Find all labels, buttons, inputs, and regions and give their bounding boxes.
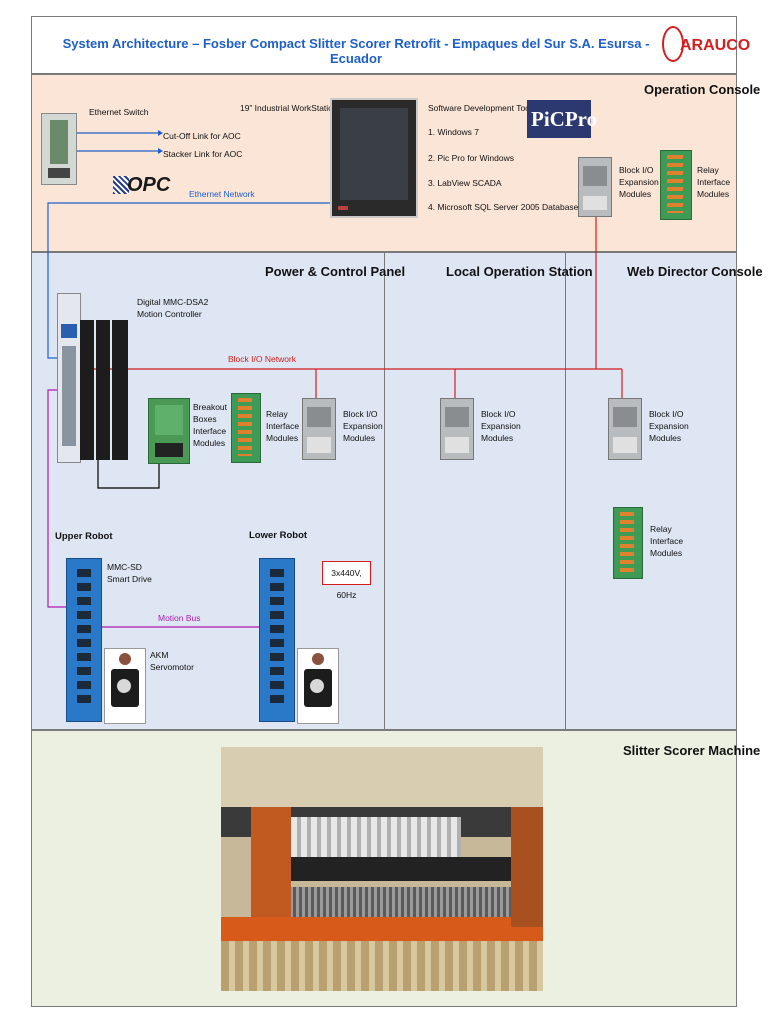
block-io-network-label: Block I/O Network — [228, 354, 297, 364]
local-block-io-label: Block I/O Expansion Modules — [481, 409, 521, 443]
opc-logo-text: OPC — [127, 174, 171, 196]
software-title: Software Development Tools — [428, 103, 537, 113]
controller-module — [80, 320, 94, 460]
web-director-title: Web Director Console — [627, 264, 763, 279]
arauco-logo-icon — [662, 26, 684, 62]
servomotor-label: AKM Servomotor — [150, 650, 194, 672]
slitter-machine-photo — [221, 747, 543, 991]
picpro-logo-text: PiCPro — [531, 107, 598, 131]
block-io-module-image — [302, 398, 336, 460]
software-item: 2. Pic Pro for Windows — [428, 153, 514, 163]
controller-module — [112, 320, 128, 460]
title-band — [31, 16, 737, 74]
local-station-band — [384, 252, 566, 730]
upper-smart-drive-image — [66, 558, 102, 722]
ethernet-switch-image — [41, 113, 77, 185]
lower-servomotor-image — [297, 648, 339, 724]
software-item: 4. Microsoft SQL Server 2005 Database — [428, 202, 579, 212]
ethernet-network-label: Ethernet Network — [189, 189, 255, 199]
picpro-logo: PiCPro — [527, 100, 597, 138]
smart-drive-label: MMC-SD Smart Drive — [107, 562, 152, 584]
software-item: 3. LabView SCADA — [428, 178, 502, 188]
workstation-label: 19” Industrial WorkStation — [240, 103, 338, 113]
block-io-module-image — [608, 398, 642, 460]
local-station-title: Local Operation Station — [446, 264, 593, 279]
breakout-label: Breakout Boxes Interface Modules — [193, 402, 228, 448]
relay-module-image — [231, 393, 261, 463]
operation-console-title: Operation Console — [644, 82, 761, 97]
slitter-title: Slitter Scorer Machine — [623, 743, 761, 758]
opc-logo: OPC — [113, 172, 170, 200]
cutoff-link-label: Cut-Off Link for AOC — [163, 131, 241, 141]
motion-bus-label: Motion Bus — [158, 613, 201, 623]
console-block-io-label: Block I/O Expansion Modules — [619, 165, 659, 199]
relay-module-image — [660, 150, 692, 220]
lower-smart-drive-image — [259, 558, 295, 722]
power-supply-label: 3x440V, 60Hz — [322, 561, 371, 600]
web-relay-label: Relay Interface Modules — [650, 524, 684, 558]
workstation-image — [330, 98, 418, 218]
controller-module — [96, 320, 110, 460]
upper-servomotor-image — [104, 648, 146, 724]
power-control-title: Power & Control Panel — [265, 264, 406, 279]
controller-label: Digital MMC-DSA2 Motion Controller — [137, 297, 209, 319]
web-director-band — [565, 252, 737, 730]
panel-relay-label: Relay Interface Modules — [266, 409, 300, 443]
ethernet-switch-label: Ethernet Switch — [89, 107, 149, 117]
relay-module-image — [613, 507, 643, 579]
motion-controller-image — [57, 293, 81, 463]
block-io-module-image — [440, 398, 474, 460]
page-title: System Architecture – Fosber Compact Sli… — [62, 36, 650, 66]
arauco-logo: ARAUCO — [680, 37, 751, 54]
stacker-link-label: Stacker Link for AOC — [163, 149, 243, 159]
console-relay-label: Relay Interface Modules — [697, 165, 731, 199]
lower-robot-title: Lower Robot — [249, 530, 308, 541]
breakout-box-image — [148, 398, 190, 464]
web-block-io-label: Block I/O Expansion Modules — [649, 409, 689, 443]
panel-block-io-label: Block I/O Expansion Modules — [343, 409, 383, 443]
software-item: 1. Windows 7 — [428, 127, 480, 137]
upper-robot-title: Upper Robot — [55, 531, 113, 542]
block-io-module-image — [578, 157, 612, 217]
